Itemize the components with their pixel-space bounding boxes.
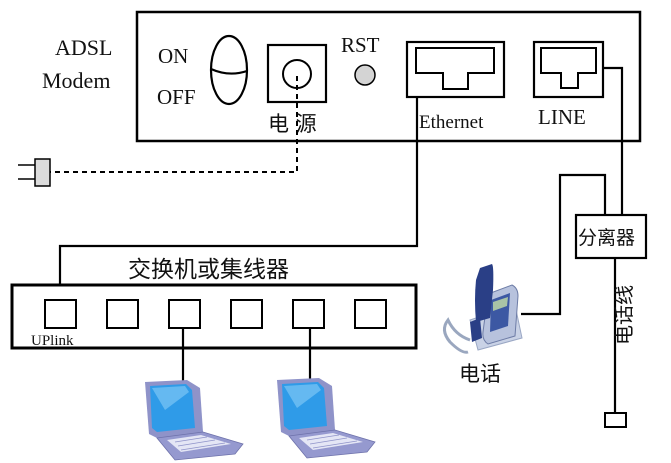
laptop-2-icon [277,378,376,459]
modem-line-cable [603,66,624,215]
modem-title-line1: ADSL [55,35,112,60]
switch-off-label: OFF [157,85,196,109]
hub-port-uplink[interactable] [44,299,77,329]
switch-on-label: ON [158,44,188,68]
hub-port-6[interactable] [354,299,387,329]
switch-rocker-divider [210,67,248,75]
phone-line-label: 电话线 [612,285,636,345]
line-port[interactable] [532,40,605,99]
power-switch[interactable] [209,34,249,106]
splitter-box [574,213,648,260]
ethernet-label: Ethernet [419,112,484,133]
power-cord [18,76,298,187]
modem-title-line2: Modem [42,68,110,93]
power-cord-line [50,76,298,173]
phone-label: 电话 [459,362,501,386]
network-hub: 交换机或集线器 UPlink [10,257,418,350]
hub-port-3[interactable] [168,299,201,329]
modem-box [135,10,642,143]
splitter: 分离器 [574,213,648,260]
rj11-socket-icon [540,47,597,89]
hub-port-4[interactable] [230,299,263,329]
reset-label: RST [341,33,380,57]
rj45-socket-icon [415,47,495,90]
reset-button[interactable] [354,64,376,86]
phone-cable [521,173,607,316]
power-label: 电 源 [268,112,317,136]
line-label: LINE [538,105,586,129]
hub-port-2[interactable] [106,299,139,329]
power-plug-icon [18,158,51,187]
uplink-label: UPlink [31,333,74,349]
adsl-modem: ADSL Modem ON OFF 电 源 RST Ethernet [42,10,642,143]
power-jack-socket-icon [282,59,312,89]
ethernet-port[interactable] [405,40,506,99]
hub-port-5[interactable] [292,299,325,329]
wall-jack-icon [604,412,627,428]
splitter-label: 分离器 [578,227,635,249]
ethernet-cable [58,98,419,300]
hub-box [10,283,418,350]
laptop-1-icon [145,380,244,461]
telephone-icon [443,264,523,354]
hub-title: 交换机或集线器 [128,257,289,283]
power-jack [266,43,328,104]
